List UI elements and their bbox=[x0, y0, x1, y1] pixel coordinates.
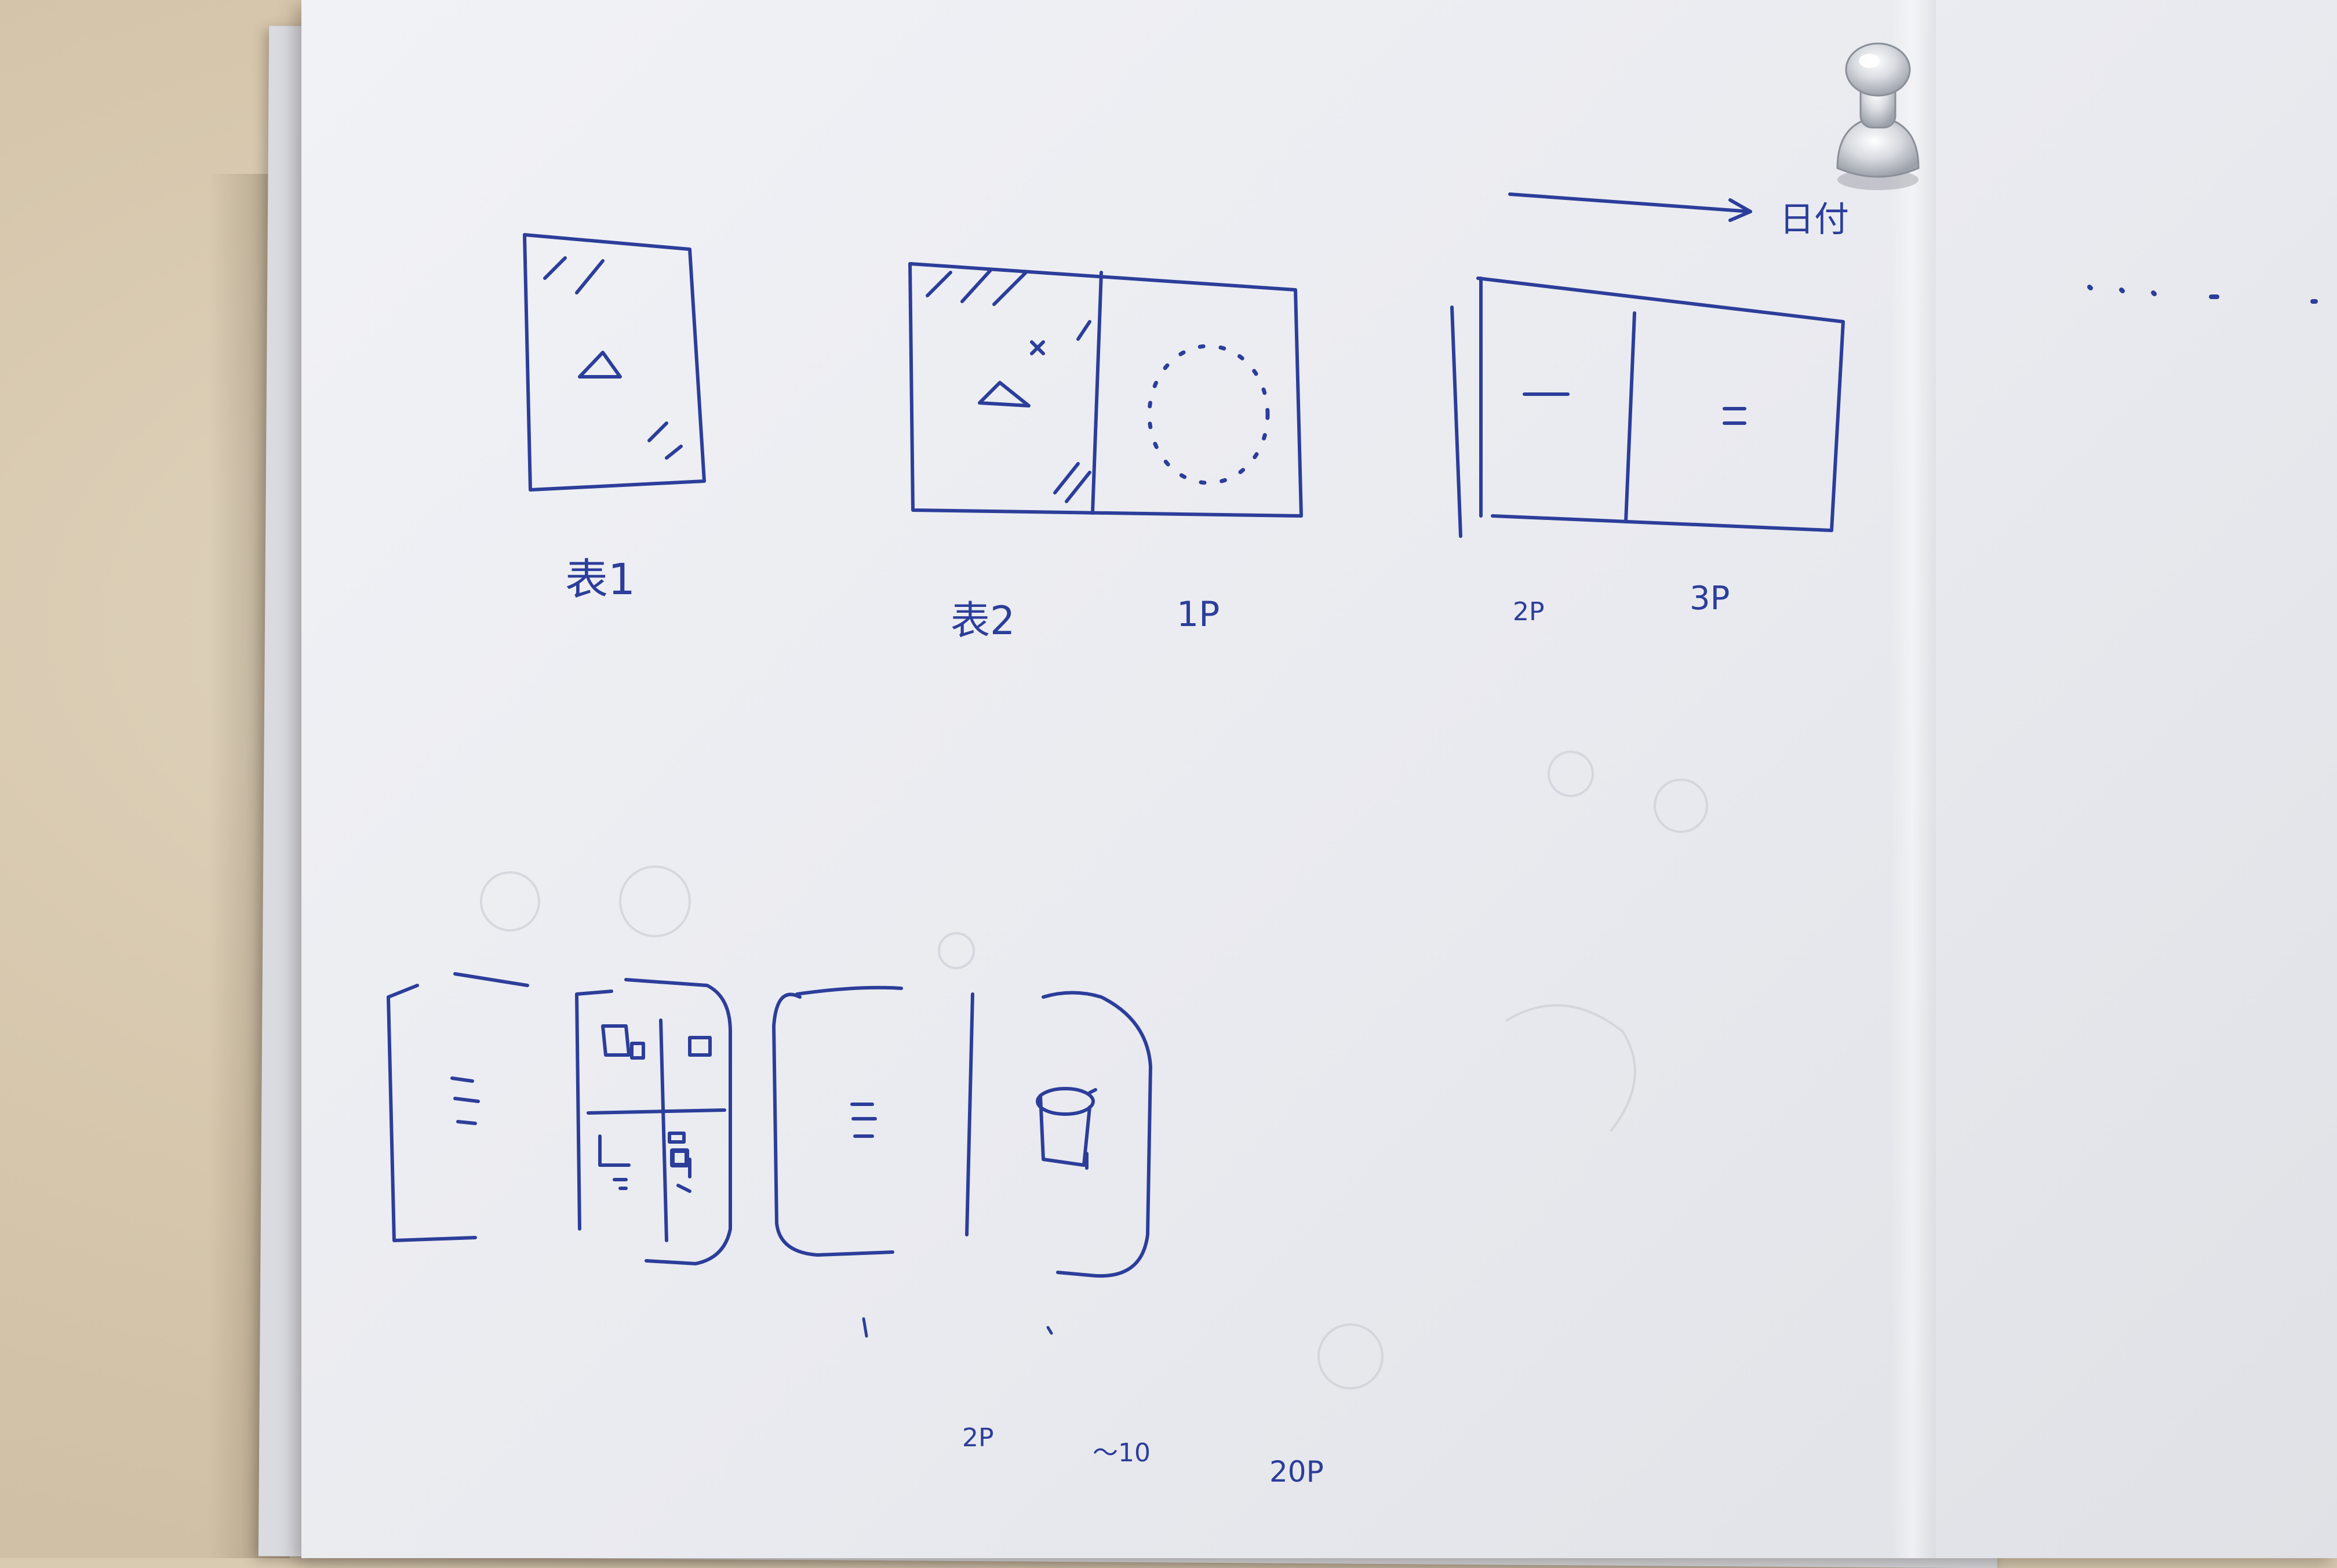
bottom-left-label: 2P bbox=[962, 1423, 994, 1453]
bottom-mid-label: 〜10 bbox=[1093, 1438, 1151, 1468]
page1-label: 1P bbox=[1177, 594, 1220, 635]
page2-label: 2P bbox=[1513, 597, 1545, 627]
bottom-right-label: 20P bbox=[1269, 1455, 1324, 1489]
eraser-marks bbox=[480, 751, 1708, 1389]
bottom-row-sketch bbox=[387, 972, 1152, 1278]
paper-fold bbox=[1890, 0, 1936, 1558]
cover1-label: 表1 bbox=[565, 555, 636, 605]
arrow-sketch bbox=[1508, 192, 1752, 222]
page2-page3-sketch bbox=[1450, 277, 1845, 538]
push-pin-icon bbox=[1836, 42, 1920, 190]
paper-sheet bbox=[301, 0, 2337, 1558]
arrow-note-label: 日付 bbox=[1779, 199, 1849, 240]
dots-sketch bbox=[2087, 285, 2318, 304]
cover1-sketch bbox=[523, 233, 706, 492]
cover2-label: 表2 bbox=[951, 598, 1015, 644]
small-marks bbox=[862, 1317, 1053, 1338]
cover2-page1-sketch bbox=[908, 262, 1303, 518]
page3-label: 3P bbox=[1690, 580, 1730, 617]
